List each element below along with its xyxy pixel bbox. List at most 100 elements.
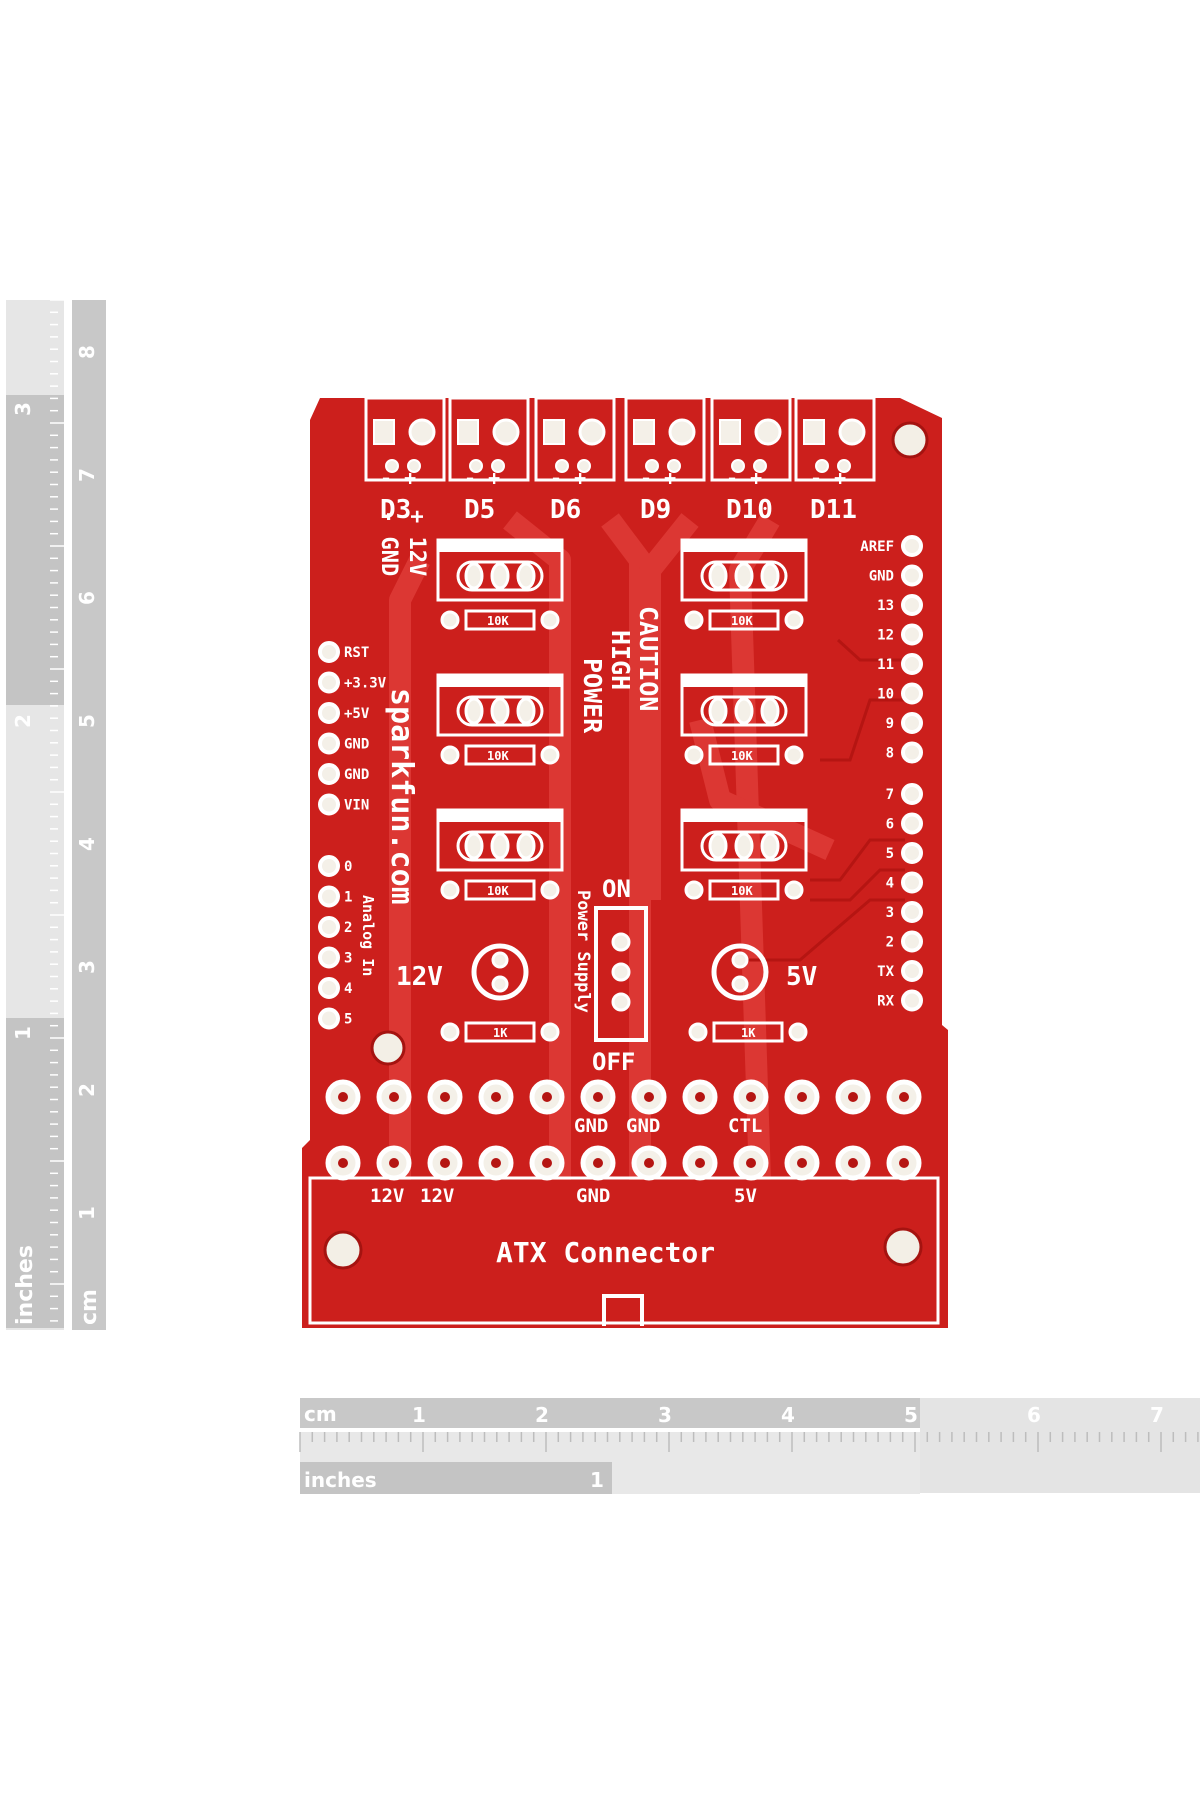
header-pad [901,594,923,616]
header-pin-label: VIN [344,798,369,814]
header-pin-label: 3 [886,905,894,921]
vertical-ruler-inch-band [6,395,64,705]
mosfet-body [700,560,788,592]
header-pad [318,641,340,663]
mosfet-pin [734,697,754,725]
resistor-outline [708,744,780,766]
mosfet-pin [760,832,780,860]
header-pin: 13 [877,594,923,616]
mosfet-body [456,830,544,862]
terminal-pad [492,418,520,446]
power-label-gnd: - GND [376,510,401,576]
resistor-outline [464,744,536,766]
mosfet-pin [516,832,536,860]
atx-pad-hole [695,1158,705,1168]
header-pin: GND [318,763,369,785]
header-pad [318,916,340,938]
terminal-pad [408,418,436,446]
terminal-pad [754,418,782,446]
terminal-pad [578,418,606,446]
header-pad [318,793,340,816]
atx-pad-hole [644,1092,654,1102]
resistor-pad [784,745,804,765]
header-pin: 2 [886,930,923,953]
header-pin: 4 [318,977,352,999]
mosfet: 10K [436,673,564,766]
thin-traces [740,638,905,962]
header-pin: RX [877,989,923,1012]
terminal-outline [624,396,706,482]
resistor-value: 1K [493,1026,508,1040]
atx-pad-hole [338,1092,348,1102]
mounting-hole-bottom-right [883,1227,923,1267]
ruler-inch-number: 1 [11,1026,35,1040]
terminal-via [645,459,659,473]
header-pad [901,653,923,675]
header-pin-label: +5V [344,706,370,722]
resistor-pad [540,1022,560,1042]
header-pin-label: 12 [877,628,894,644]
terminal-outline [794,396,876,482]
trace [601,513,651,1180]
mounting-hole-left [370,1030,406,1066]
mosfet-body [700,830,788,862]
mounting-hole-bottom-left [323,1230,363,1270]
atx-label-12v-1: 12V [370,1185,404,1207]
mosfet-pin [708,562,728,590]
header-pad [318,977,340,999]
resistor-pad [540,880,560,900]
resistor-pad [440,610,460,630]
header-pad [318,702,340,724]
header-pad [901,989,923,1012]
terminal-block: - + [364,396,446,490]
ruler-cm-number: 5 [75,714,99,728]
resistor-pad [684,610,704,630]
header-pin-label: 7 [886,787,894,803]
mosfet-tab [682,675,806,687]
header-pad [318,732,340,755]
led-pad [491,975,509,993]
atx-pad-hole [644,1158,654,1168]
ruler-cm-number: 8 [75,345,99,359]
mosfet-tab [438,675,562,687]
header-pin-label: 0 [344,859,352,875]
header-pin: +5V [318,702,370,724]
atx-pad-hole [440,1158,450,1168]
channel-label: D5 [464,495,495,525]
atx-key-notch [602,1294,644,1326]
atx-pad-hole [593,1158,603,1168]
terminal-via [731,459,745,473]
ruler-cm-number: 1 [75,1206,99,1220]
atx-pad-hole [695,1092,705,1102]
ruler-cm-number: 2 [75,1083,99,1097]
resistor-pad [440,745,460,765]
header-pin: GND [869,564,923,587]
terminal-outline [534,396,616,482]
mosfet: 10K [680,808,808,901]
header-pin-label: GND [869,569,894,585]
header-pin: 3 [318,946,352,969]
atx-pad-hole [746,1158,756,1168]
horizontal-ruler-ticks [299,1432,1199,1452]
atx-pad-hole [848,1158,858,1168]
mounting-hole-top-right [891,421,929,459]
horizontal-ruler-cm-label: cm [304,1402,337,1426]
header-pin: TX [877,960,923,982]
header-pad [901,535,923,557]
switch-pad [611,992,631,1012]
header-pin-label: 11 [877,657,894,673]
terminal-pad [457,419,479,445]
mosfet-pin [516,697,536,725]
mosfet-body [456,560,544,592]
header-pin: 3 [886,901,923,923]
mosfet-pin [464,832,484,860]
header-pin-label: GND [344,767,369,783]
resistor-value: 10K [731,614,753,628]
terminal-outline [710,396,792,482]
header-pin: 12 [877,623,923,646]
resistor-pad [788,1022,808,1042]
header-pin-label: AREF [860,539,894,555]
